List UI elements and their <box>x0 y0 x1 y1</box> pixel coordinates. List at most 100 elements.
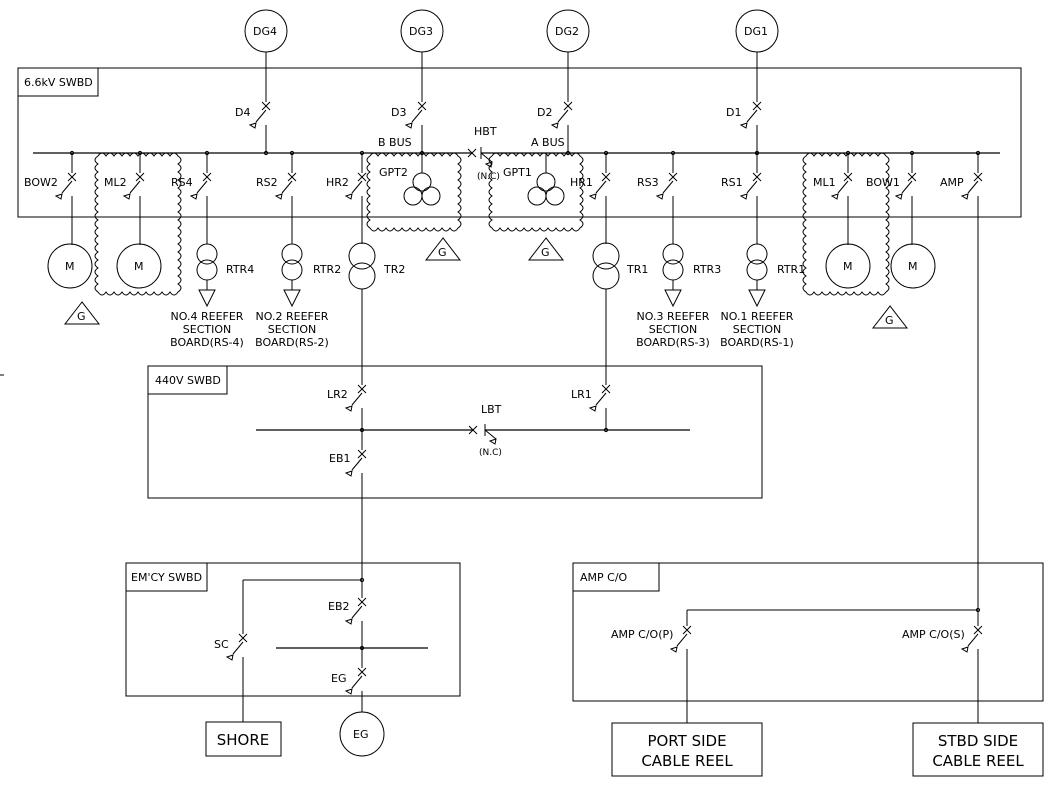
amp-co-lines <box>686 607 981 626</box>
ml1-motor <box>825 243 871 289</box>
d4-label: D4 <box>235 106 250 119</box>
bow1-motor <box>890 243 936 289</box>
svg-text:BOARD(RS-1): BOARD(RS-1) <box>720 336 794 349</box>
amp-co-stbd-breaker <box>960 625 983 723</box>
rtr2-transformer <box>281 243 303 308</box>
svg-text:NO.4 REEFER: NO.4 REEFER <box>171 310 244 323</box>
amp-co-title-box <box>572 562 660 592</box>
amp-breaker <box>960 150 983 610</box>
ground-zone-right <box>802 152 890 296</box>
ground-symbol-left <box>63 301 101 325</box>
rtr4-label: RTR4 <box>226 263 254 276</box>
lbt-label: LBT <box>481 403 502 416</box>
tr1-label: TR1 <box>626 263 648 276</box>
d1-breaker <box>739 52 762 156</box>
ground-zone-left <box>94 152 182 296</box>
sc-label: SC <box>214 638 229 651</box>
em-swbd-title: EM'CY SWBD <box>131 571 202 584</box>
rs2-label: RS2 <box>256 176 278 189</box>
svg-text:NO.3 REEFER: NO.3 REEFER <box>637 310 710 323</box>
hv-swbd-title-box <box>17 67 99 97</box>
amp-co-stbd-label: AMP C/O(S) <box>902 628 965 641</box>
dg4-label: DG4 <box>253 25 277 38</box>
em-swbd-panel <box>125 562 461 697</box>
ground-symbol-gpt1 <box>527 237 565 261</box>
eg-generator-label: EG <box>353 728 368 741</box>
svg-text:SECTION: SECTION <box>183 323 231 336</box>
ml2-motor <box>116 243 162 289</box>
hr2-label: HR2 <box>326 176 349 189</box>
rtr3-transformer <box>662 243 684 308</box>
tr2-label: TR2 <box>383 263 405 276</box>
svg-text:NO.1 REEFER: NO.1 REEFER <box>721 310 794 323</box>
rs1-label: RS1 <box>721 176 743 189</box>
ground-label-gpt1: G <box>541 246 550 259</box>
rs3-breaker <box>655 150 678 244</box>
stbd-cable-reel-label: STBD SIDE CABLE REEL <box>932 732 1024 770</box>
svg-text:BOARD(RS-2): BOARD(RS-2) <box>255 336 329 349</box>
port-cable-reel-box <box>611 722 763 777</box>
ground-symbol-gpt2 <box>424 237 462 261</box>
tr2-transformer <box>348 242 376 385</box>
d3-label: D3 <box>391 106 406 119</box>
eb1-label: EB1 <box>329 452 351 465</box>
ml1-breaker <box>830 150 853 245</box>
d4-breaker <box>248 52 271 156</box>
ground-label-gpt2: G <box>438 246 447 259</box>
ground-zone-gpt2 <box>366 152 462 232</box>
ground-label-right: G <box>885 314 894 327</box>
amp-co-title: AMP C/O <box>580 571 628 584</box>
ml2-breaker <box>122 150 145 245</box>
rtr4-transformer <box>196 243 218 308</box>
hbt-breaker <box>467 147 493 168</box>
ground-zone-gpt1 <box>488 152 584 232</box>
lr1-breaker <box>588 384 611 433</box>
svg-text:CABLE REEL: CABLE REEL <box>641 752 733 770</box>
svg-text:SECTION: SECTION <box>268 323 316 336</box>
rs3-label: RS3 <box>637 176 659 189</box>
hbt-label: HBT <box>474 125 497 138</box>
hv-swbd-panel <box>17 67 1022 218</box>
ml1-label: ML1 <box>813 176 836 189</box>
b-bus-label: B BUS <box>378 136 412 149</box>
svg-text:PORT SIDE: PORT SIDE <box>647 732 726 750</box>
em-swbd-title-box <box>125 562 208 592</box>
bow2-label: BOW2 <box>24 176 58 189</box>
svg-text:STBD SIDE: STBD SIDE <box>938 732 1018 750</box>
rs4-breaker <box>189 150 212 244</box>
em-feed-lines <box>242 577 428 649</box>
port-cable-reel-label: PORT SIDE CABLE REEL <box>641 732 733 770</box>
bow1-breaker <box>894 150 917 245</box>
svg-text:SECTION: SECTION <box>733 323 781 336</box>
shore-box <box>205 721 282 757</box>
eg-breaker-label: EG <box>331 672 346 685</box>
rs4-label: RS4 <box>171 176 193 189</box>
amp-co-panel <box>572 562 1044 702</box>
gpt1-transformer <box>527 153 565 206</box>
dg2-label: DG2 <box>555 25 579 38</box>
d1-label: D1 <box>726 106 741 119</box>
d2-breaker <box>550 52 573 156</box>
rtr2-label: RTR2 <box>313 263 341 276</box>
amp-co-port-label: AMP C/O(P) <box>611 628 673 641</box>
eb1-breaker <box>344 430 367 580</box>
bow1-motor-label: M <box>908 260 918 273</box>
bow1-label: BOW1 <box>866 176 900 189</box>
hr2-breaker <box>344 150 367 244</box>
a-bus-label: A BUS <box>531 136 565 149</box>
hbt-state: (N.C) <box>477 172 500 182</box>
eg-generator <box>339 711 385 757</box>
rs1-breaker <box>739 150 762 244</box>
hv-swbd-title: 6.6kV SWBD <box>24 76 93 89</box>
rs3-board-label: NO.3 REEFER SECTION BOARD(RS-3) <box>636 310 710 349</box>
gpt1-label: GPT1 <box>503 166 532 179</box>
ground-symbol-right <box>871 305 909 329</box>
gpt2-label: GPT2 <box>379 166 408 179</box>
stbd-cable-reel-box <box>912 722 1044 777</box>
lbt-breaker <box>468 424 500 445</box>
eb2-breaker <box>344 597 367 668</box>
ml2-label: ML2 <box>104 176 127 189</box>
bow2-breaker <box>54 150 77 245</box>
bow2-motor-label: M <box>65 260 75 273</box>
lbt-state: (N.C) <box>479 448 502 458</box>
